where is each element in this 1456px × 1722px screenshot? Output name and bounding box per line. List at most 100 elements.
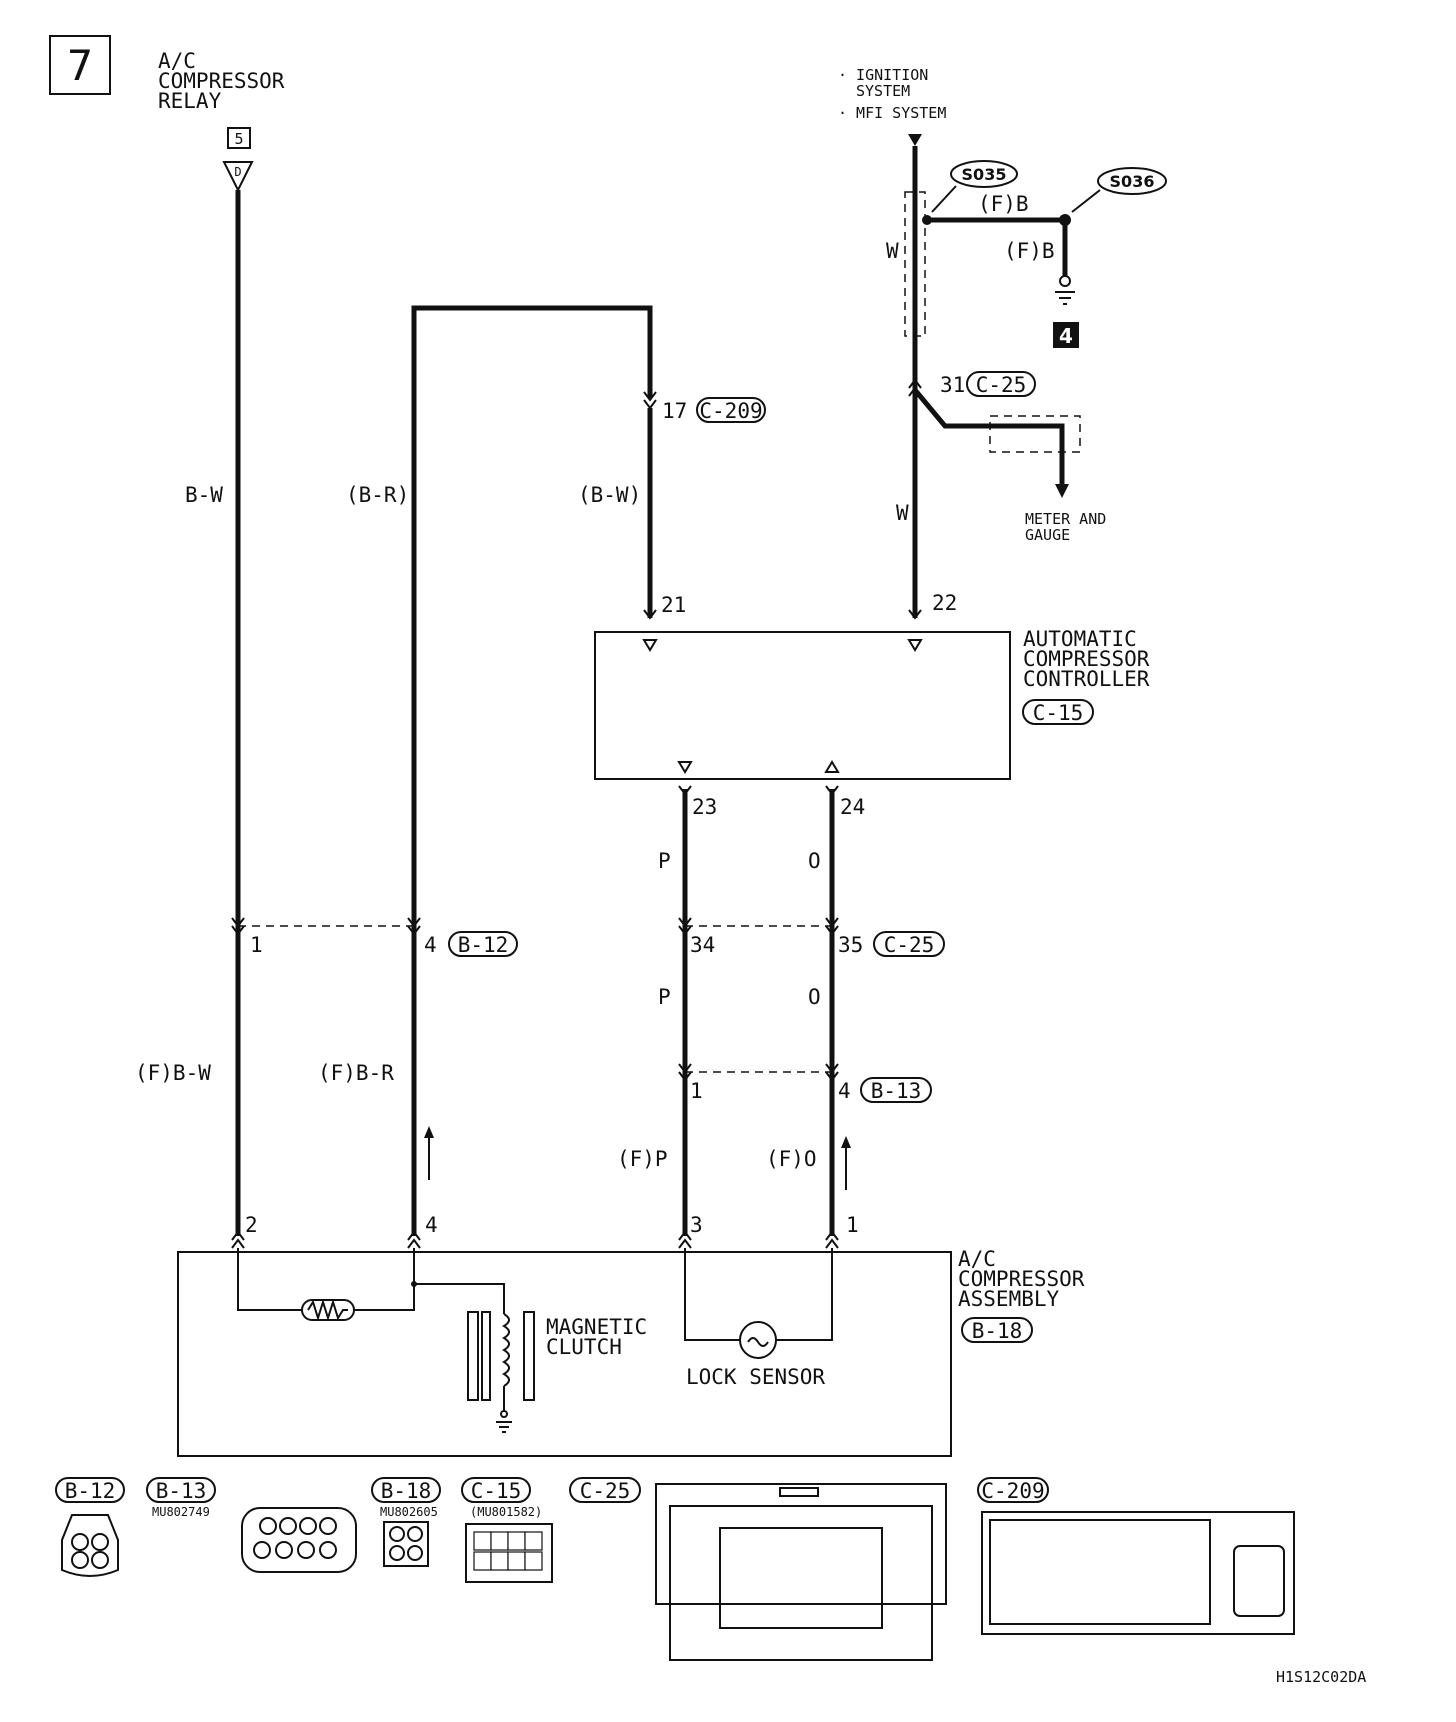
- c25-connector-face: [655, 1483, 947, 1661]
- wire-label-fbw: (F)B-W: [135, 1061, 211, 1085]
- wire-label-o-1: O: [808, 849, 821, 873]
- b12-connector-face: [61, 1514, 119, 1577]
- svg-text:CONTROLLER: CONTROLLER: [1023, 667, 1150, 691]
- pin-23: 23: [692, 795, 717, 819]
- conn-ref-c15: [1022, 699, 1094, 725]
- svg-text:B-12: B-12: [458, 933, 509, 957]
- pn-b18: MU802605: [380, 1505, 438, 1519]
- pin-24: 24: [840, 795, 865, 819]
- wire-label-w-mid: W: [896, 501, 909, 525]
- svg-text:ASSEMBLY: ASSEMBLY: [958, 1287, 1060, 1311]
- conn-ref-b12-view: [55, 1477, 125, 1503]
- svg-text:B-13: B-13: [871, 1079, 922, 1103]
- relay-ref: 5: [234, 130, 243, 148]
- svg-text:C-15: C-15: [471, 1479, 522, 1503]
- ground-terminal: [1059, 275, 1071, 287]
- wire-label-p-1: P: [658, 849, 671, 873]
- ground-ref-box: [1053, 322, 1079, 348]
- lock-sensor-icon: [739, 1321, 777, 1359]
- wire-label-o-2: O: [808, 985, 821, 1009]
- pin-2: 2: [245, 1213, 258, 1237]
- wire-label-p-2: P: [658, 985, 671, 1009]
- wire-label-bw: B-W: [185, 483, 223, 507]
- conn-ref-b18-view: [371, 1477, 441, 1503]
- splice-s035-badge: [950, 160, 1018, 188]
- splice-s036-badge: [1097, 167, 1167, 195]
- conn-ref-b12: [448, 931, 518, 957]
- svg-text:B-12: B-12: [65, 1479, 116, 1503]
- svg-text:AUTOMATIC: AUTOMATIC: [1023, 627, 1137, 651]
- c209-connector-face: [981, 1511, 1295, 1635]
- conn-ref-c25-view: [569, 1477, 641, 1503]
- svg-text:GAUGE: GAUGE: [1025, 526, 1070, 544]
- controller-label: AUTOMATIC COMPRESSOR CONTROLLER: [1023, 627, 1150, 691]
- meter-shield: [989, 415, 1081, 453]
- svg-text:C-25: C-25: [976, 373, 1027, 397]
- wire-label-br: (B-R): [346, 483, 409, 507]
- wire-label-w-top: W: [886, 239, 899, 263]
- pin-4-b13: 4: [838, 1079, 851, 1103]
- wire-label-fp: (F)P: [617, 1147, 668, 1171]
- magnetic-clutch-label: MAGNETIC CLUTCH: [546, 1315, 647, 1359]
- conn-ref-b13-view: [146, 1477, 216, 1503]
- svg-text:MAGNETIC: MAGNETIC: [546, 1315, 647, 1339]
- svg-text:RELAY: RELAY: [158, 89, 222, 113]
- relay-ref-box: [227, 127, 251, 149]
- svg-text:A/C: A/C: [158, 49, 196, 73]
- b18-connector-face: [383, 1521, 429, 1567]
- wire-label-fo: (F)O: [766, 1147, 817, 1171]
- footer-code: H1S12C02DA: [1276, 1668, 1366, 1686]
- shield-box: [904, 191, 926, 337]
- pin-1-b13: 1: [690, 1079, 703, 1103]
- conn-ref-c25-mid: [873, 931, 945, 957]
- pin-1-b18: 1: [846, 1213, 859, 1237]
- wire-label-fb-1: (F)B: [978, 192, 1029, 216]
- svg-text:A/C: A/C: [958, 1247, 996, 1271]
- ignition-arrow: [908, 134, 922, 146]
- splice-s036: S036: [1110, 172, 1155, 191]
- pin-21: 21: [661, 593, 686, 617]
- pin-3: 3: [690, 1213, 703, 1237]
- compressor-label: A/C COMPRESSOR ASSEMBLY: [958, 1247, 1085, 1311]
- svg-text:B-18: B-18: [972, 1319, 1023, 1343]
- pin-35: 35: [838, 933, 863, 957]
- svg-text:· MFI SYSTEM: · MFI SYSTEM: [838, 104, 946, 122]
- conn-ref-b13: [860, 1077, 932, 1103]
- wire-label-fbr: (F)B-R: [318, 1061, 394, 1085]
- wire-label-fb-2: (F)B: [1004, 239, 1055, 263]
- pin-31: 31: [940, 373, 965, 397]
- page-number: 7: [67, 41, 94, 90]
- ground-ref: 4: [1059, 324, 1073, 348]
- conn-ref-c15-view: [461, 1477, 531, 1503]
- wire-br: [411, 305, 653, 1236]
- pn-c15: (MU801582): [470, 1505, 542, 1519]
- pin-4-b18: 4: [425, 1213, 438, 1237]
- page-number-box: [49, 35, 111, 95]
- svg-text:COMPRESSOR: COMPRESSOR: [958, 1267, 1085, 1291]
- svg-text:C-15: C-15: [1033, 701, 1084, 725]
- conn-ref-b18: [961, 1317, 1033, 1343]
- ignition-label: · IGNITION SYSTEM · MFI SYSTEM: [838, 66, 946, 122]
- conn-ref-c25-top: [966, 371, 1036, 397]
- svg-text:B-18: B-18: [381, 1479, 432, 1503]
- controller-box: [594, 631, 1011, 780]
- wire-label-bw-p: (B-W): [578, 483, 641, 507]
- relay-label: A/C COMPRESSOR RELAY: [158, 49, 285, 113]
- conn-ref-c209-view: [977, 1477, 1049, 1503]
- svg-text:COMPRESSOR: COMPRESSOR: [158, 69, 285, 93]
- svg-text:CLUTCH: CLUTCH: [546, 1335, 622, 1359]
- pin-34: 34: [690, 933, 715, 957]
- svg-text:C-209: C-209: [981, 1479, 1044, 1503]
- svg-text:METER AND: METER AND: [1025, 510, 1106, 528]
- pin-4-b12: 4: [424, 933, 437, 957]
- relay-connector-symbol: [222, 161, 254, 193]
- b13-connector-face: [241, 1507, 357, 1573]
- splice-s035: S035: [962, 165, 1007, 184]
- pn-b13: MU802749: [152, 1505, 210, 1519]
- svg-text:B-13: B-13: [156, 1479, 207, 1503]
- svg-text:C-25: C-25: [884, 933, 935, 957]
- svg-text:SYSTEM: SYSTEM: [856, 82, 910, 100]
- svg-text:C-209: C-209: [699, 399, 762, 423]
- svg-text:· IGNITION: · IGNITION: [838, 66, 928, 84]
